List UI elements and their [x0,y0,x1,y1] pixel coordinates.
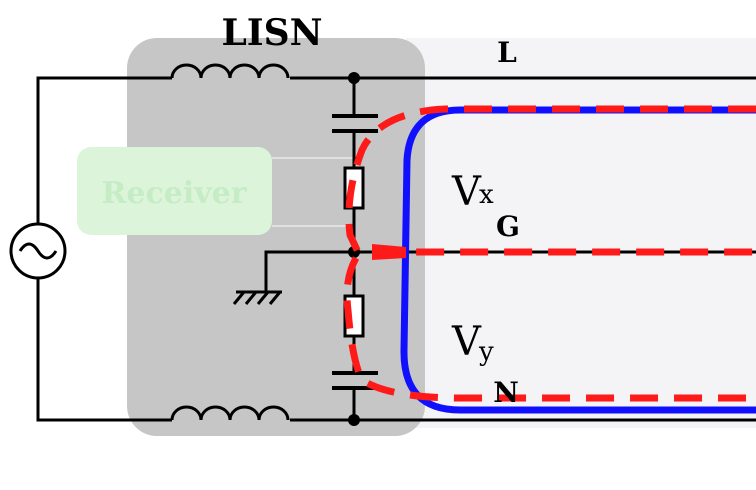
capacitor-icon [332,114,378,133]
vx-sub: x [479,180,494,210]
blue-voltage-loop [400,106,756,414]
ac-source-icon [9,222,67,280]
ground-wire [264,250,354,292]
lisn-box [127,38,425,436]
inductor-icon [170,405,290,421]
line-n-label: N [493,376,519,409]
voltage-label-vy: V y [451,319,494,367]
inductor-icon [170,63,290,79]
vx-main: V [451,169,482,215]
line-g-label: G [496,210,520,243]
vy-main: V [451,319,482,365]
source-wire-top [36,76,172,226]
red-dashed-path-lower [343,256,756,402]
receiver-box [77,147,272,235]
receiver: Receiver [77,147,354,235]
voltage-label-vx: V x [451,169,494,215]
red-arrow-head [372,244,406,260]
red-dashed-path-upper [345,105,756,256]
receiver-label: Receiver [101,176,247,211]
source-wire-bottom [36,276,172,422]
ground-icon [232,290,282,305]
vy-sub: y [478,337,494,367]
lisn-title: LISN [221,12,322,54]
background-panel [406,38,756,428]
line-l-label: L [497,36,517,69]
